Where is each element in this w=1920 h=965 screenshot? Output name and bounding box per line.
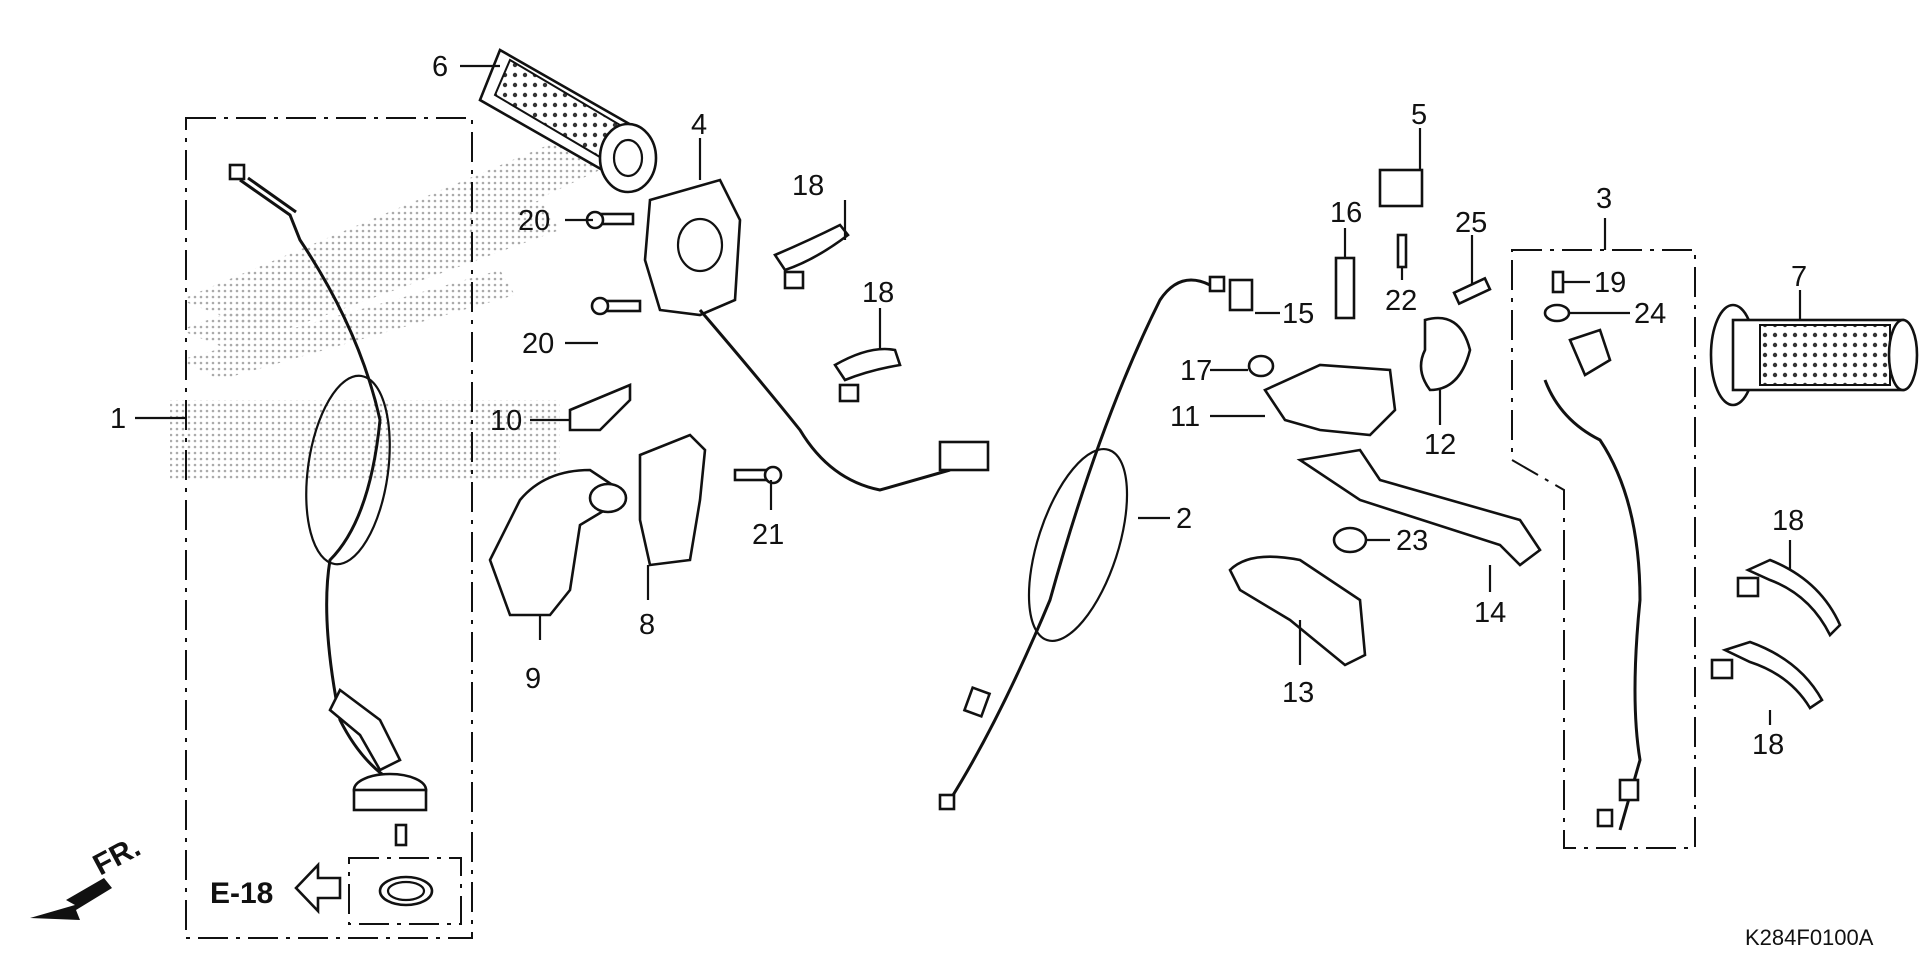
front-arrow-icon	[30, 878, 112, 920]
switch-assembly-3	[1543, 328, 1642, 831]
clamp-8	[638, 433, 707, 567]
callout-23: 23	[1396, 525, 1428, 557]
callout-21: 21	[752, 519, 784, 551]
watermark-wing-logo	[170, 140, 600, 480]
callout-labels: 1 2 3 4 5 6 7 8 9 10 11 12 13 14 15 16 1…	[110, 51, 1807, 761]
callout-16: 16	[1330, 197, 1362, 229]
band-18-c	[1744, 558, 1842, 638]
callout-11: 11	[1170, 401, 1200, 433]
callout-14: 14	[1474, 597, 1506, 629]
lever-cover-13	[1228, 555, 1367, 667]
band-18-a-clip	[783, 270, 805, 290]
nut-17	[1247, 354, 1275, 378]
callout-25: 25	[1455, 207, 1487, 239]
callout-12: 12	[1424, 429, 1456, 461]
callout-1: 1	[110, 403, 126, 435]
callout-3: 3	[1596, 183, 1612, 215]
callout-5: 5	[1411, 99, 1427, 131]
leader-lines	[135, 64, 1802, 725]
throttle-housing-9-boss	[588, 482, 628, 514]
callout-22: 22	[1385, 285, 1417, 317]
callout-4: 4	[691, 109, 707, 141]
holder-12	[1419, 316, 1472, 392]
switch-housing-4	[643, 178, 990, 492]
screw-20-upper	[585, 210, 635, 230]
callout-13: 13	[1282, 677, 1314, 709]
callout-20-a: 20	[518, 205, 550, 237]
callout-18-c: 18	[1772, 505, 1804, 537]
cover-10	[568, 383, 632, 432]
throttle-grip-6	[478, 48, 658, 194]
bolt-16	[1334, 256, 1356, 320]
front-label: FR.	[88, 830, 146, 882]
left-grip-7	[1709, 303, 1919, 407]
throttle-housing-9	[488, 468, 622, 617]
clutch-cable-2	[938, 275, 1226, 811]
callout-6: 6	[432, 51, 448, 83]
lever-14	[1296, 448, 1542, 567]
callout-8: 8	[639, 609, 655, 641]
throttle-cable-1	[228, 163, 428, 847]
band-18-b	[833, 347, 902, 382]
cable-1-dashed-box	[185, 117, 473, 939]
washer-24	[1543, 303, 1571, 323]
callout-18-b: 18	[862, 277, 894, 309]
switch-3-dashed-box	[1511, 249, 1696, 849]
callout-24: 24	[1634, 298, 1666, 330]
callout-17: 17	[1180, 355, 1212, 387]
band-18-c-clip	[1736, 576, 1760, 598]
callout-20-b: 20	[522, 328, 554, 360]
lever-bracket-11	[1263, 363, 1397, 437]
callout-18-a: 18	[792, 170, 824, 202]
ref-label: E-18	[210, 877, 273, 910]
callout-18-d: 18	[1752, 729, 1784, 761]
diagram-code: K284F0100A	[1745, 925, 1874, 950]
screw-22	[1396, 233, 1408, 269]
nut-23	[1332, 526, 1368, 554]
screw-19	[1551, 270, 1565, 294]
screw-15	[1228, 278, 1254, 312]
callout-2: 2	[1176, 503, 1192, 535]
band-18-b-clip	[838, 383, 860, 403]
screw-20-lower	[590, 296, 642, 316]
screw-25	[1452, 276, 1492, 306]
callout-19: 19	[1594, 267, 1626, 299]
callout-10: 10	[490, 405, 522, 437]
callout-15: 15	[1282, 298, 1314, 330]
reference-arrow-icon	[294, 861, 342, 915]
screw-21	[733, 465, 783, 485]
callout-7: 7	[1791, 261, 1807, 293]
band-18-a	[773, 223, 850, 272]
band-18-d-clip	[1710, 658, 1734, 680]
callout-9: 9	[525, 663, 541, 695]
ref-inset-dashed-box	[348, 857, 462, 925]
switch-5	[1378, 168, 1424, 208]
band-18-d	[1721, 640, 1824, 710]
